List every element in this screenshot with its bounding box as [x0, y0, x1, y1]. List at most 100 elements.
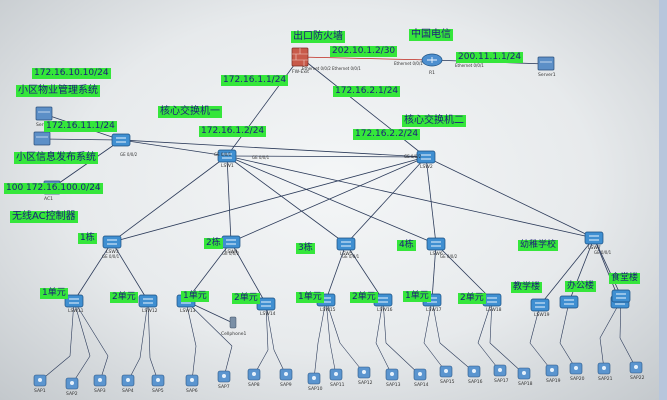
core-switch-2-device-arrows	[421, 154, 431, 160]
link-core2-a5	[425, 156, 595, 239]
ap-device-10-dot	[312, 376, 316, 380]
label-bldg-school: 幼稚学校	[518, 240, 559, 251]
link-core1-a4	[226, 155, 437, 245]
ap-device-4-dot	[126, 378, 130, 382]
link-core2-a2	[230, 156, 427, 243]
access-switch-3-body	[336, 237, 356, 251]
unit-switch-2	[138, 294, 158, 308]
link-a1-u2	[111, 241, 149, 302]
unit-switch-9	[530, 298, 550, 312]
ap-device-5-dot	[156, 378, 160, 382]
cellphone-body	[229, 316, 237, 329]
label-ip-core2: 172.16.2.2/24	[353, 129, 421, 140]
unit-switch-10-arrows	[564, 299, 574, 305]
unit-switch-9-body	[530, 298, 550, 312]
ap-device-22	[629, 361, 643, 374]
label-ip-fw-core2: 172.16.2.1/24	[333, 86, 401, 97]
ap-device-15-caption: SAP15	[440, 379, 455, 385]
uplink-switch-11	[325, 299, 331, 344]
ap-device-12-caption: SAP12	[358, 380, 373, 386]
unit-switch-5-caption: LSW15	[320, 307, 336, 313]
unit-switch-1	[64, 294, 84, 308]
unit-switch-10	[559, 295, 579, 309]
unit-switch-2-caption: LSW12	[142, 308, 158, 314]
ap-device-21-caption: SAP21	[598, 376, 613, 382]
core-switch-1-device-body	[217, 149, 237, 163]
link-a4-u7	[431, 243, 437, 301]
port-caption-8: GE 0/0/2	[120, 152, 138, 157]
label-bldg-1: 1栋	[78, 233, 97, 244]
uplink-switch-3	[73, 300, 109, 357]
link-a2-u4	[230, 241, 267, 305]
ap-device-21	[597, 362, 611, 375]
uplink-switch-17	[477, 299, 493, 344]
ap-device-9-dot	[284, 372, 288, 376]
window-edge-bar	[659, 0, 667, 400]
ap-device-7-dot	[222, 374, 226, 378]
unit-switch-10-body	[559, 295, 579, 309]
ap-device-17-dot	[498, 368, 502, 372]
port-caption-4: Ethernet 0/0/1	[455, 63, 484, 68]
link-core1-a5	[226, 155, 595, 239]
port-caption-7: GE 0/0/2	[404, 154, 422, 159]
label-bldg-2: 2栋	[204, 238, 223, 249]
label-bldg-3: 3栋	[296, 243, 315, 254]
core-switch-2-device-body	[416, 150, 436, 164]
link-core1-core2	[226, 155, 427, 158]
access-switch-2-caption: LSW4	[225, 249, 238, 255]
ap-device-14	[413, 368, 427, 381]
access-switch-5-arrows	[589, 235, 599, 241]
label-ip-isp: 200.11.1.1/24	[456, 52, 524, 63]
label-bldg-4: 4栋	[397, 240, 416, 251]
unit-switch-2-arrows	[143, 298, 153, 304]
ap-device-5-caption: SAP5	[152, 388, 164, 394]
access-switch-1-caption: LSW3	[106, 249, 119, 255]
ap-device-1-dot	[38, 378, 42, 382]
isp-server-device-caption: Server1	[538, 72, 556, 78]
link-a5-u9	[539, 237, 595, 306]
label-unit-2c: 2单元	[350, 292, 378, 303]
access-switch-3-arrows	[341, 241, 351, 247]
link-a5-u12	[593, 237, 622, 297]
ap-device-6-caption: SAP6	[186, 388, 198, 394]
link-fw-core1	[226, 56, 301, 157]
ap-device-3-caption: SAP3	[94, 388, 106, 394]
link-fw-core2	[299, 56, 427, 158]
ap-device-19	[545, 364, 559, 377]
uplink-switch-7	[185, 300, 233, 347]
ap-device-22-caption: SAP22	[630, 375, 645, 381]
mgmt-switch-device-arrows	[116, 137, 126, 143]
uplink-switch-10	[317, 299, 327, 344]
access-switch-2	[221, 235, 241, 249]
mgmt-server-device-body	[35, 106, 53, 121]
unit-switch-4-caption: LSW14	[260, 311, 276, 317]
uplink-switch-12	[325, 299, 341, 344]
port-caption-11: GE 0/0/1	[342, 254, 360, 259]
label-unit-2d: 2单元	[458, 293, 486, 304]
unit-switch-1-arrows	[69, 298, 79, 304]
unit-switch-6-arrows	[378, 297, 388, 303]
label-exit-firewall: 出口防火墙	[291, 31, 345, 43]
ap-device-9-caption: SAP9	[280, 382, 292, 388]
isp-server-device	[537, 56, 555, 71]
ap-device-7-caption: SAP7	[218, 384, 230, 390]
access-switch-4-caption: LSW6	[430, 251, 443, 257]
firewall-device-caption: FW-Exit	[292, 69, 309, 75]
ap-device-20-dot	[574, 366, 578, 370]
access-switch-5-body	[584, 231, 604, 245]
label-unit-1b: 1单元	[181, 291, 209, 302]
mgmt-switch-device-body	[111, 133, 131, 147]
ap-device-8	[247, 368, 261, 381]
link-core2-a3	[345, 156, 427, 245]
uplink-switch-14	[382, 299, 387, 344]
access-switch-3-caption: LSW5	[340, 251, 353, 257]
ap-device-20	[569, 362, 583, 375]
ap-device-14-caption: SAP14	[414, 382, 429, 388]
access-switch-2-body	[221, 235, 241, 249]
ap-device-17	[493, 364, 507, 377]
link-core2-a1	[111, 156, 427, 243]
ap-device-16-dot	[472, 369, 476, 373]
unit-switch-12-arrows	[616, 293, 626, 299]
port-caption-6: GE 0/0/1	[252, 155, 270, 160]
